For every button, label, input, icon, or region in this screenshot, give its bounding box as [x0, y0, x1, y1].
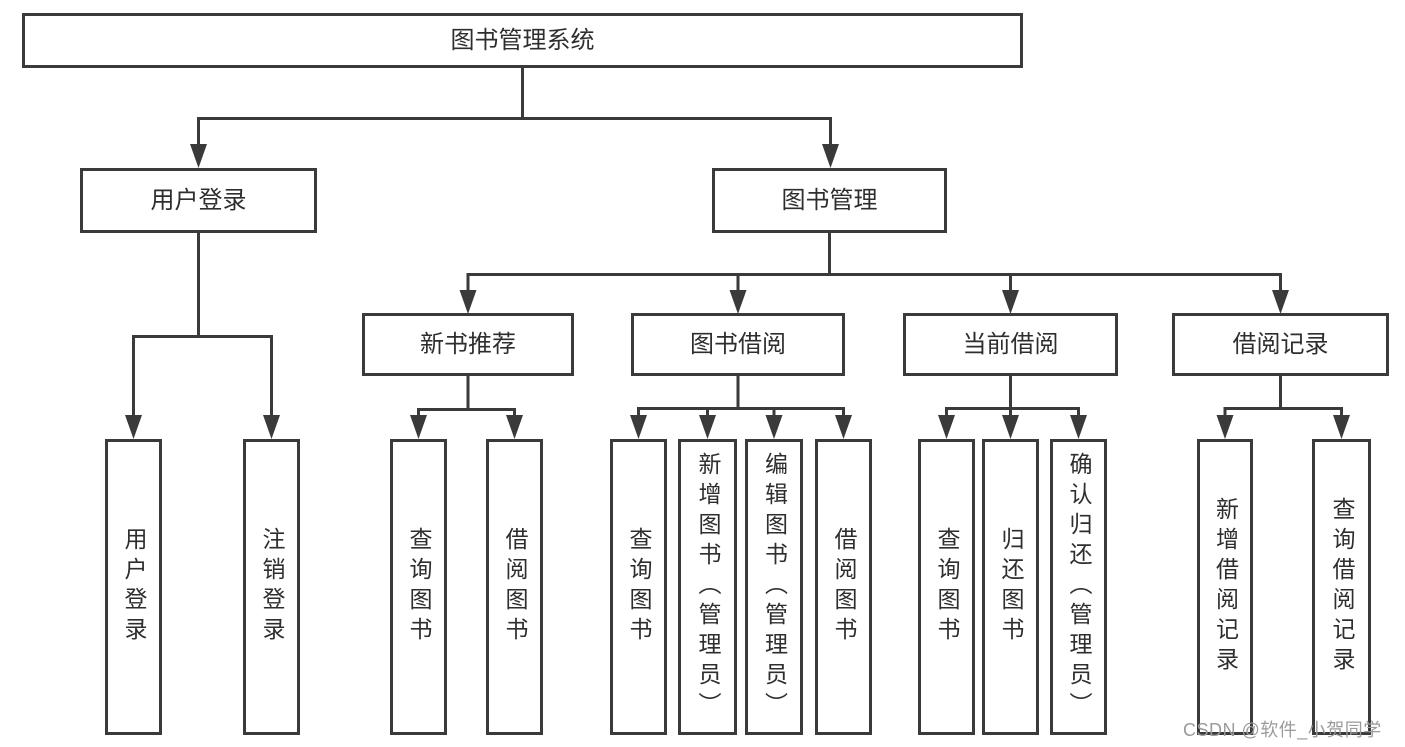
- leaf-query-books-current: 查询图书: [918, 439, 975, 735]
- leaf-logout-login: 注销登录: [243, 439, 300, 735]
- connector-path: [132, 68, 1343, 417]
- leaf-confirm-return-admin: 确认归还（管理员）: [1050, 439, 1107, 735]
- node-user-login: 用户登录: [80, 168, 317, 233]
- leaf-return-books: 归还图书: [982, 439, 1039, 735]
- leaf-add-borrow-record: 新增借阅记录: [1197, 439, 1253, 735]
- leaf-user-login: 用户登录: [105, 439, 162, 735]
- leaf-query-books-borrowing: 查询图书: [610, 439, 667, 735]
- arrowhead-icons: [125, 144, 1350, 439]
- node-current-borrowing: 当前借阅: [903, 313, 1118, 376]
- csdn-watermark: CSDN @软件_小贺同学: [1183, 720, 1382, 740]
- node-library-management-system: 图书管理系统: [22, 13, 1023, 68]
- leaf-borrow-books-borrowing: 借阅图书: [815, 439, 872, 735]
- node-book-borrowing: 图书借阅: [631, 313, 845, 376]
- leaf-query-borrow-record: 查询借阅记录: [1312, 439, 1371, 735]
- node-book-management: 图书管理: [712, 168, 947, 233]
- node-borrowing-records: 借阅记录: [1172, 313, 1389, 376]
- node-new-book-recommend: 新书推荐: [362, 313, 574, 376]
- leaf-add-books-admin: 新增图书（管理员）: [678, 439, 737, 735]
- leaf-edit-books-admin: 编辑图书（管理员）: [745, 439, 803, 735]
- leaf-borrow-books-recommend: 借阅图书: [486, 439, 543, 735]
- leaf-query-books-recommend: 查询图书: [390, 439, 447, 735]
